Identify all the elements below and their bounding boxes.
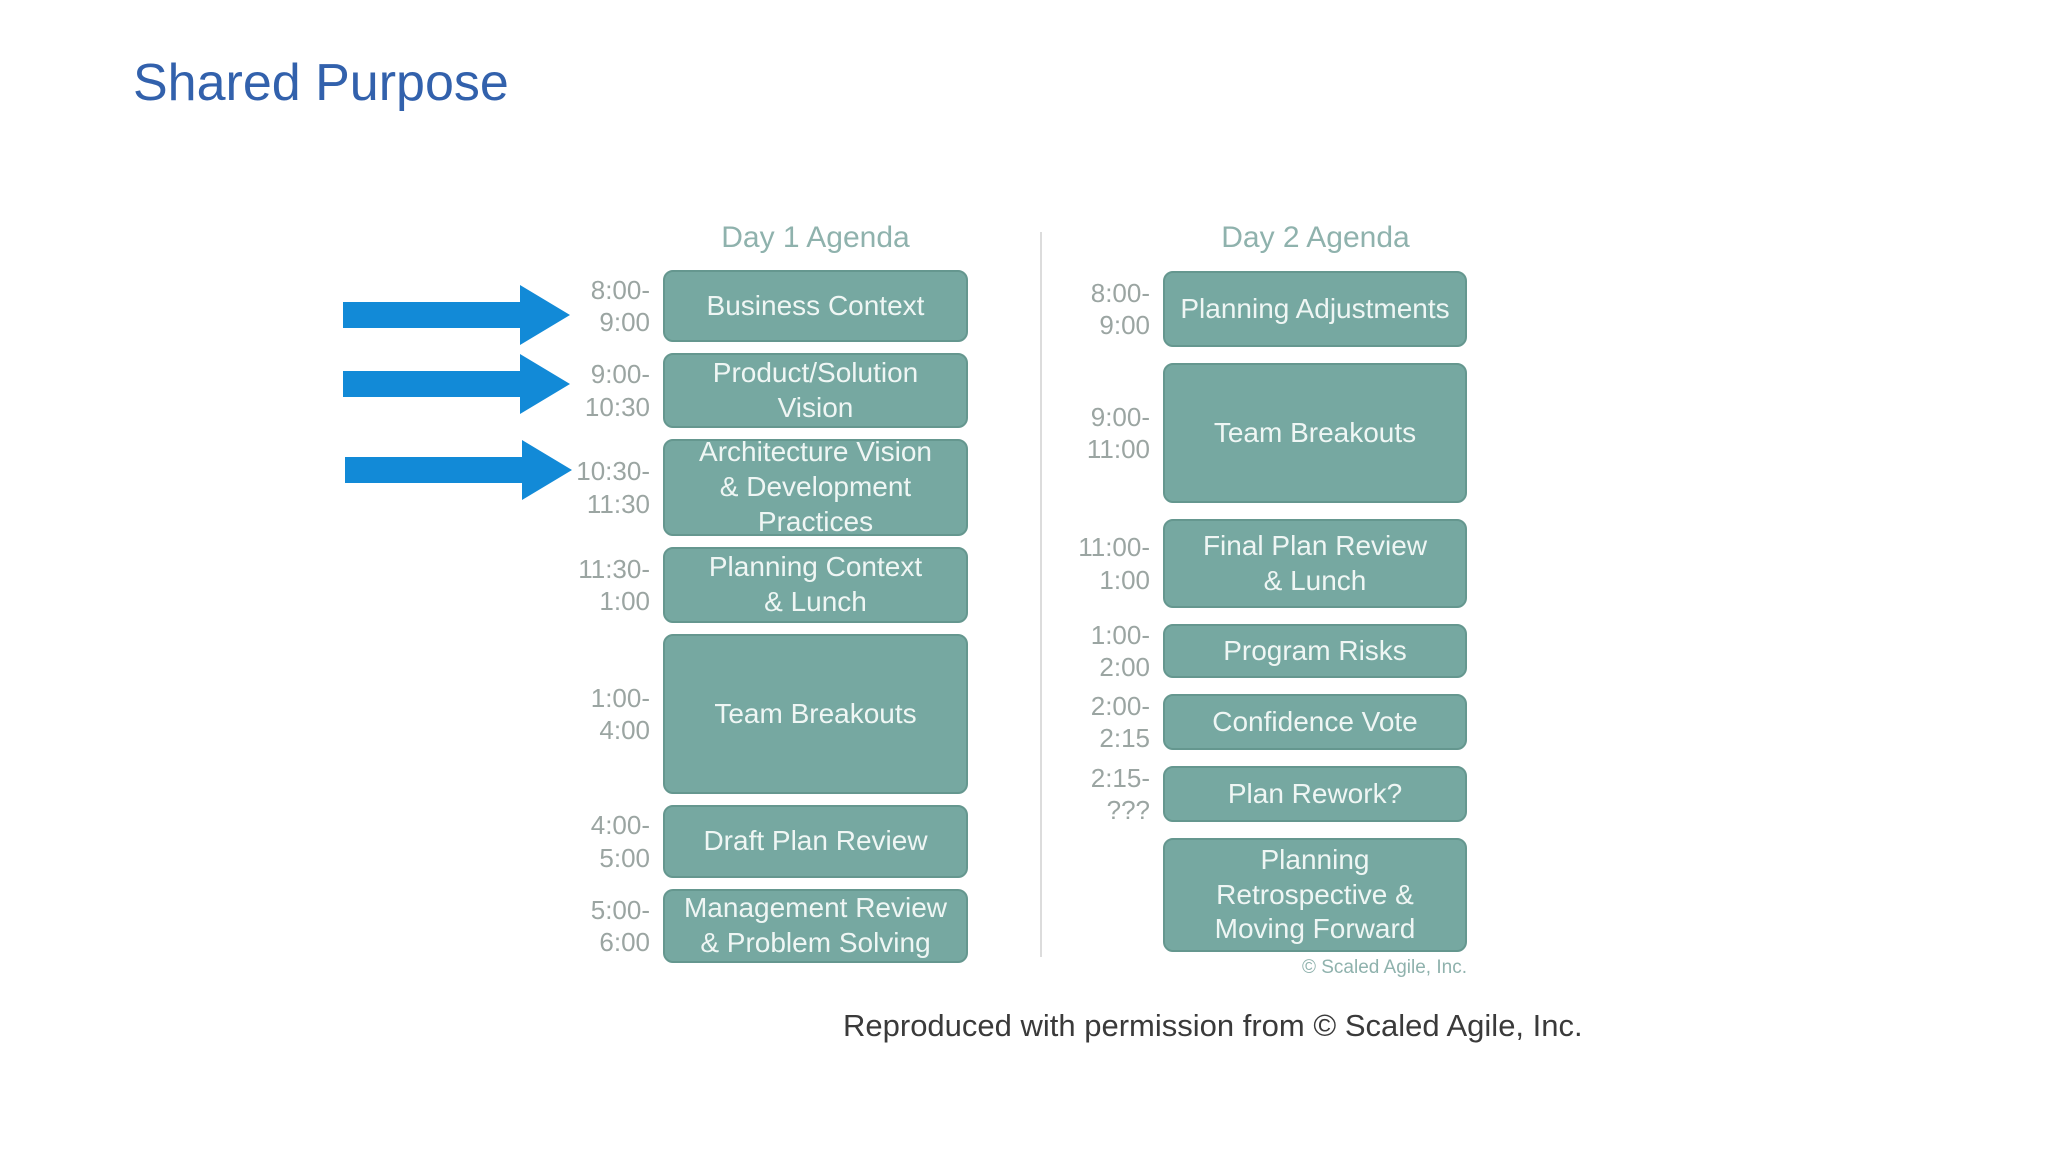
- day1-agenda-header: Day 1 Agenda: [721, 221, 910, 254]
- agenda-item-box: Architecture Vision & Development Practi…: [663, 436, 968, 537]
- column-divider: [1040, 232, 1042, 957]
- agenda-item-box: Confidence Vote: [1163, 694, 1467, 750]
- agenda-item-box: Management Review & Problem Solving: [663, 889, 968, 963]
- agenda-time-label: 4:00- 5:00: [590, 810, 650, 873]
- page-title: Shared Purpose: [133, 54, 509, 112]
- arrow-shaft: [343, 371, 521, 397]
- day2-agenda-header: Day 2 Agenda: [1221, 221, 1410, 254]
- agenda-item-box: Program Risks: [1163, 624, 1467, 678]
- permission-caption: Reproduced with permission from © Scaled…: [843, 1008, 1583, 1043]
- agenda-time-label: 11:30- 1:00: [578, 553, 650, 617]
- scaled-agile-copyright: © Scaled Agile, Inc.: [1301, 957, 1467, 978]
- agenda-time-label: 11:00- 1:00: [1078, 532, 1150, 595]
- agenda-row: 2:15- ???Plan Rework?: [1005, 763, 1467, 825]
- arrow-shaft: [345, 457, 523, 483]
- agenda-time-label: 9:00- 11:00: [1086, 401, 1150, 465]
- agenda-time-label: 8:00- 9:00: [590, 274, 650, 338]
- agenda-item-box: Plan Rework?: [1163, 766, 1467, 822]
- agenda-time-label: 9:00- 10:30: [584, 359, 650, 422]
- agenda-item-box: Product/Solution Vision: [663, 353, 968, 428]
- agenda-time-label: 1:00- 4:00: [590, 682, 650, 746]
- agenda-time-label: 8:00- 9:00: [1090, 277, 1150, 341]
- agenda-item-box: Team Breakouts: [1163, 363, 1467, 503]
- agenda-time-label: 5:00- 6:00: [590, 894, 650, 958]
- agenda-item-box: Draft Plan Review: [663, 805, 968, 878]
- agenda-item-box: Planning Context & Lunch: [663, 547, 968, 623]
- agenda-item-box: Planning Retrospective & Moving Forward: [1163, 838, 1467, 952]
- agenda-time-label: 2:15- ???: [1090, 762, 1150, 826]
- agenda-item-box: Final Plan Review & Lunch: [1163, 519, 1467, 608]
- agenda-time-label: 10:30- 11:30: [576, 456, 650, 519]
- arrow-shaft: [343, 302, 521, 328]
- agenda-item-box: Business Context: [663, 270, 968, 342]
- agenda-row: Planning Retrospective & Moving Forward: [1005, 838, 1467, 952]
- agenda-item-box: Team Breakouts: [663, 634, 968, 794]
- agenda-time-label: 2:00- 2:15: [1090, 690, 1150, 754]
- agenda-item-box: Planning Adjustments: [1163, 271, 1467, 347]
- agenda-time-label: 1:00- 2:00: [1090, 619, 1150, 683]
